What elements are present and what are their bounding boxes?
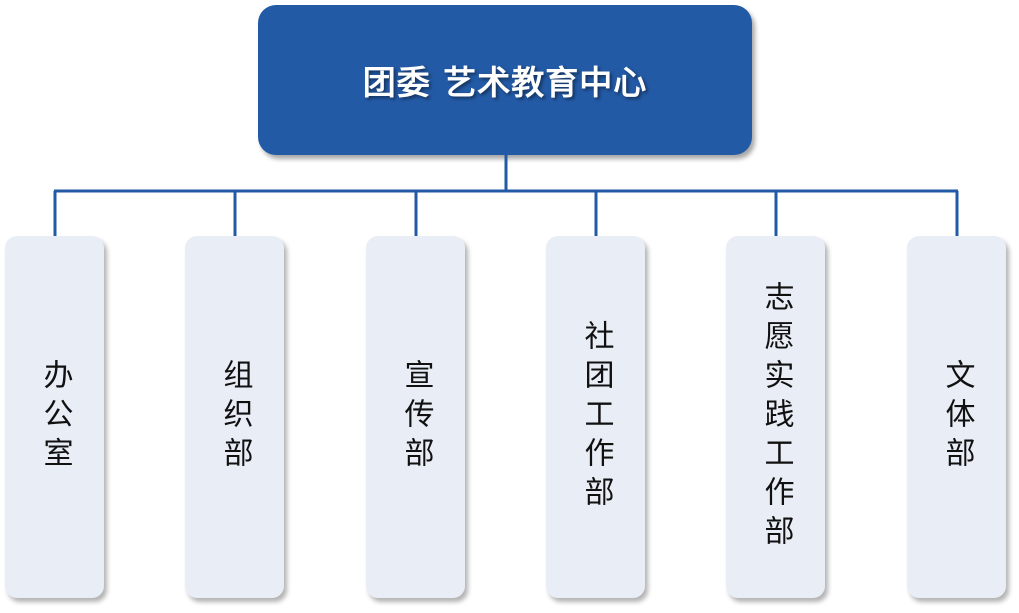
department-node-office: 办公室 (5, 236, 104, 598)
root-node: 团委 艺术教育中心 (258, 5, 752, 155)
department-node-sports: 文体部 (907, 236, 1006, 598)
department-label: 志愿实践工作部 (758, 280, 794, 554)
department-node-clubs: 社团工作部 (546, 236, 645, 598)
department-label: 社团工作部 (578, 319, 614, 515)
department-label: 办公室 (37, 358, 73, 476)
department-node-volunteer: 志愿实践工作部 (726, 236, 825, 598)
department-node-publicity: 宣传部 (366, 236, 465, 598)
department-node-organization: 组织部 (185, 236, 284, 598)
root-title: 团委 艺术教育中心 (362, 63, 648, 102)
department-label: 组织部 (217, 358, 253, 476)
department-label: 宣传部 (398, 358, 434, 476)
department-label: 文体部 (939, 358, 975, 476)
